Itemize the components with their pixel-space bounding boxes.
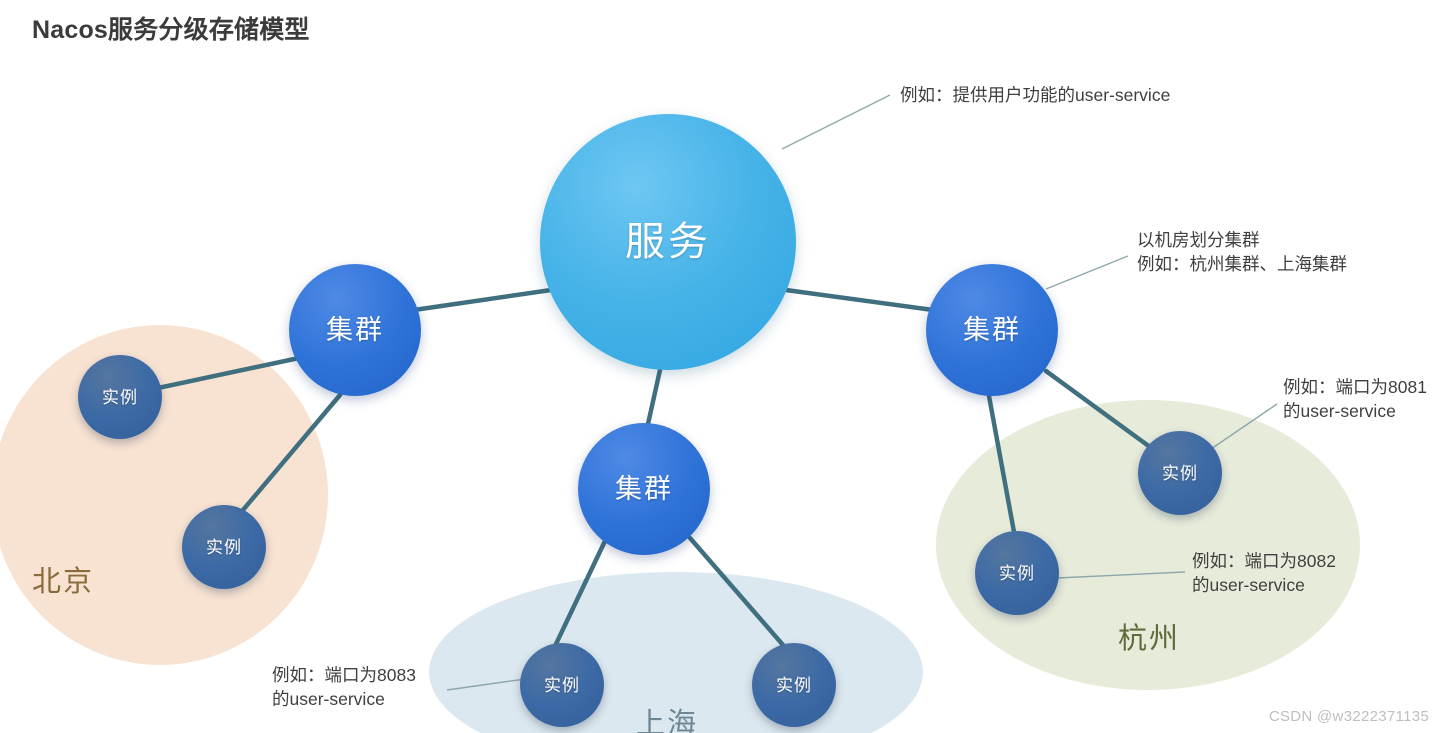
annotation-instance-8083-line-1: 例如：端口为8083 xyxy=(272,665,416,685)
region-label-beijing: 北京 xyxy=(32,566,95,598)
annotation-cluster-line-1: 以机房划分集群 xyxy=(1137,230,1260,250)
node-instance-hangzhou-2[interactable]: 实例 xyxy=(975,531,1059,615)
node-instance-shanghai-2-label: 实例 xyxy=(776,675,812,695)
node-instance-shanghai-1[interactable]: 实例 xyxy=(520,643,604,727)
node-service-label: 服务 xyxy=(625,220,711,264)
annotation-instance-8081-line-1: 例如：端口为8081 xyxy=(1283,377,1427,397)
edge-cluster-shanghai-instance-1 xyxy=(553,538,608,647)
node-instance-shanghai-1-label: 实例 xyxy=(544,675,580,695)
node-cluster-hangzhou-label: 集群 xyxy=(963,314,1021,345)
annotation-instance-8081-leader-line xyxy=(1210,403,1278,450)
annotation-instance-8081: 例如：端口为8081 的user-service xyxy=(1283,375,1427,423)
annotation-instance-8083-leader-line xyxy=(446,678,526,691)
annotation-instance-8082-line-2: 的user-service xyxy=(1192,575,1305,596)
node-cluster-beijing[interactable]: 集群 xyxy=(289,264,421,396)
region-label-shanghai: 上海 xyxy=(636,708,699,733)
annotation-service-line-1: 例如：提供用户功能的user-service xyxy=(900,85,1171,105)
edge-service-cluster-beijing xyxy=(411,287,554,313)
node-instance-hangzhou-1[interactable]: 实例 xyxy=(1138,431,1222,515)
node-instance-beijing-1[interactable]: 实例 xyxy=(78,355,162,439)
annotation-instance-8082-leader-line xyxy=(1056,571,1186,579)
annotation-instance-8082-line-1: 例如：端口为8082 xyxy=(1192,551,1336,571)
edge-cluster-beijing-instance-2 xyxy=(240,392,343,513)
annotation-cluster: 以机房划分集群 例如：杭州集群、上海集群 xyxy=(1137,228,1347,276)
node-cluster-hangzhou[interactable]: 集群 xyxy=(926,264,1058,396)
region-ellipse-hangzhou xyxy=(936,400,1360,690)
node-cluster-shanghai[interactable]: 集群 xyxy=(578,423,710,555)
edge-service-cluster-hangzhou xyxy=(783,287,936,313)
node-instance-beijing-1-label: 实例 xyxy=(102,387,138,407)
node-instance-hangzhou-2-label: 实例 xyxy=(999,563,1035,583)
node-cluster-beijing-label: 集群 xyxy=(326,314,384,345)
edge-cluster-beijing-instance-1 xyxy=(155,355,302,391)
node-instance-shanghai-2[interactable]: 实例 xyxy=(752,643,836,727)
edge-cluster-shanghai-instance-2 xyxy=(687,535,786,648)
annotation-instance-8081-line-2: 的user-service xyxy=(1283,401,1396,422)
node-cluster-shanghai-label: 集群 xyxy=(615,473,673,504)
annotation-instance-8082: 例如：端口为8082 的user-service xyxy=(1192,549,1336,597)
csdn-watermark: CSDN @w3222371135 xyxy=(1268,708,1429,725)
region-label-hangzhou: 杭州 xyxy=(1118,623,1181,655)
annotation-service-leader-line xyxy=(781,94,891,150)
edge-cluster-hangzhou-instance-2 xyxy=(986,393,1017,535)
annotation-instance-8083: 例如：端口为8083 的user-service xyxy=(272,663,416,711)
edge-cluster-hangzhou-instance-1 xyxy=(1043,368,1153,450)
page-title: Nacos服务分级存储模型 xyxy=(32,16,310,44)
annotation-instance-8083-line-2: 的user-service xyxy=(272,689,385,710)
node-service[interactable]: 服务 xyxy=(540,114,796,370)
annotation-cluster-leader-line xyxy=(1045,255,1129,290)
node-instance-beijing-2-label: 实例 xyxy=(206,537,242,557)
edge-service-cluster-shanghai xyxy=(645,367,663,427)
node-instance-beijing-2[interactable]: 实例 xyxy=(182,505,266,589)
annotation-service: 例如：提供用户功能的user-service xyxy=(900,83,1170,107)
annotation-cluster-line-2: 例如：杭州集群、上海集群 xyxy=(1137,254,1347,275)
node-instance-hangzhou-1-label: 实例 xyxy=(1162,463,1198,483)
